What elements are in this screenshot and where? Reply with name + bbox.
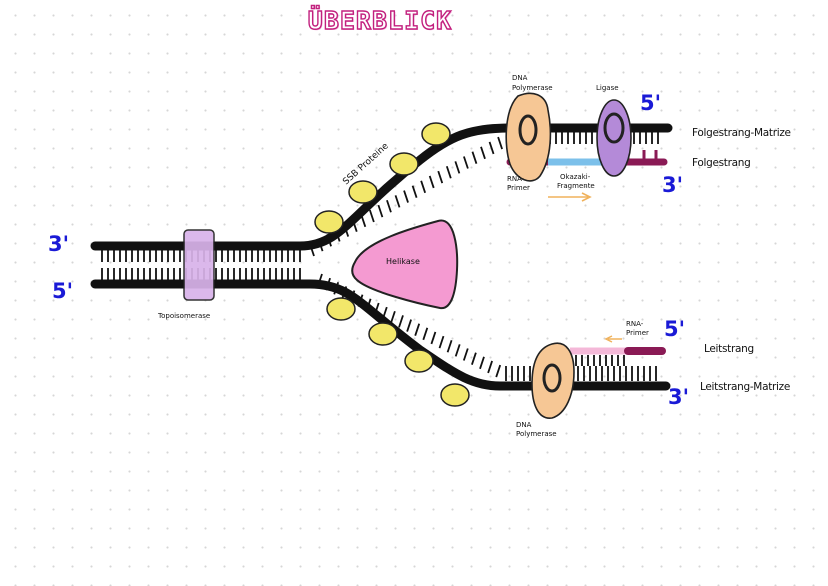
- base-pair-tick: [471, 151, 478, 164]
- ligase-clamp: [603, 112, 625, 144]
- ligase-label: Ligase: [596, 84, 619, 92]
- base-pair-tick: [414, 323, 421, 336]
- base-pair-tick: [463, 156, 469, 169]
- ligase-enzyme: [596, 99, 632, 177]
- ssb-proteins-top: [314, 122, 451, 234]
- direction-arrow-top-head: [581, 192, 592, 202]
- end-label-bottom-right-upper: 5': [664, 317, 685, 341]
- end-label-top-right-upper: 5': [640, 91, 661, 115]
- base-pair-tick: [487, 360, 493, 374]
- ssb-protein: [440, 383, 470, 407]
- base-pair-tick: [438, 335, 445, 349]
- base-pair-tick: [420, 180, 427, 194]
- page-title: ÜBERBLICK: [307, 5, 453, 35]
- base-pair-tick: [437, 170, 444, 184]
- okazaki-label-2: Fragmente: [557, 182, 595, 190]
- base-pair-tick: [422, 327, 429, 341]
- base-pair-tick: [368, 209, 375, 223]
- helicase-label: Helikase: [386, 257, 420, 266]
- base-pair-tick: [495, 364, 502, 378]
- base-pair-tick: [462, 348, 469, 361]
- base-pair-tick: [471, 352, 477, 365]
- polymerase-bottom-label-2: Polymerase: [516, 430, 557, 438]
- end-label-left-top: 3': [48, 232, 69, 256]
- base-pair-tick: [406, 319, 412, 332]
- lagging-template-label: Folgestrang-Matrize: [692, 127, 791, 139]
- base-pair-tick: [394, 195, 401, 208]
- ssb-proteins-bottom: [326, 297, 470, 407]
- direction-arrow-bottom-head: [604, 335, 613, 343]
- rna-primer-bottom-label-1: RNA-: [626, 320, 644, 328]
- leading-strand-label: Leitstrang: [704, 343, 754, 355]
- topoisomerase-label: Topoisomerase: [157, 312, 210, 320]
- helicase-enzyme: [351, 219, 459, 310]
- base-pair-tick: [411, 185, 418, 198]
- ssb-protein: [421, 122, 451, 146]
- base-pair-tick: [479, 356, 485, 370]
- base-pair-tick: [386, 199, 392, 213]
- base-pair-tick: [403, 190, 409, 203]
- end-label-bottom-right-lower: 3': [668, 385, 689, 409]
- ssb-protein: [368, 322, 398, 346]
- base-pair-tick: [390, 310, 396, 324]
- base-pair-tick: [430, 331, 437, 345]
- ssb-protein: [326, 297, 356, 321]
- base-pair-tick: [497, 136, 503, 150]
- base-pair-tick: [398, 315, 404, 328]
- okazaki-label-1: Okazaki-: [560, 173, 591, 181]
- base-pair-tick: [480, 146, 486, 160]
- rna-primer-bottom-label-2: Primer: [626, 329, 649, 337]
- base-pair-tick: [454, 161, 461, 174]
- base-pair-tick: [445, 165, 452, 179]
- topoisomerase-enzyme: [183, 229, 215, 301]
- polymerase-top-label-1: DNA: [512, 74, 528, 82]
- ssb-protein: [404, 349, 434, 373]
- ssb-protein: [348, 180, 378, 204]
- polymerase-bottom-label-1: DNA: [516, 421, 532, 429]
- leading-template-label: Leitstrang-Matrize: [700, 381, 790, 393]
- base-pair-tick: [377, 204, 384, 218]
- polymerase-top-label-2: Polymerase: [512, 84, 553, 92]
- base-pair-tick: [454, 344, 461, 357]
- ssb-protein: [389, 152, 419, 176]
- rna-primer-top-label-1: RNA-: [507, 175, 525, 183]
- end-label-left-bottom: 5': [52, 279, 73, 303]
- end-label-top-right-lower: 3': [662, 173, 683, 197]
- ssb-protein: [314, 210, 344, 234]
- polymerase-clamp: [542, 363, 562, 393]
- lagging-strand-label: Folgestrang: [692, 157, 751, 169]
- polymerase-clamp: [518, 114, 538, 146]
- dna-polymerase-bottom: [531, 342, 575, 419]
- base-pair-tick: [428, 175, 435, 189]
- rna-primer-top-label-2: Primer: [507, 184, 530, 192]
- base-pair-tick: [488, 141, 495, 155]
- dna-polymerase-top: [505, 92, 552, 182]
- base-pair-tick: [446, 339, 453, 353]
- ssb-label: SSB Proteine: [341, 141, 391, 187]
